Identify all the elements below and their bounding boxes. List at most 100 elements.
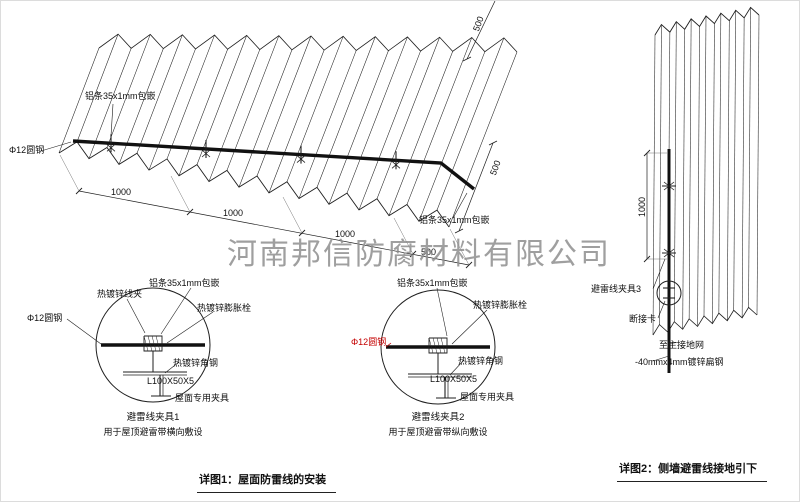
d1-angle-label: 热镀锌角钢 (173, 358, 219, 368)
leader (66, 318, 102, 345)
dim-1000-b: 1000 (223, 208, 244, 218)
dim-tick (488, 140, 498, 146)
wall-clamp3-label: 避雷线夹具3 (591, 284, 642, 294)
roof-rib (88, 48, 132, 159)
wall-wire-clamp (663, 181, 675, 191)
wall-rib (659, 24, 662, 325)
roof-rib (376, 37, 440, 199)
roof-rib (358, 50, 421, 211)
roof-round-steel-label: Φ12圆钢 (9, 145, 45, 155)
roof-rib (208, 49, 261, 182)
d1-title: 避雷线夹具1 (126, 412, 180, 423)
wall-rib (682, 29, 685, 330)
d1-wire-clip-label: 热镀锌线夹 (97, 289, 143, 299)
dim-ext (170, 175, 191, 213)
leader (166, 311, 214, 344)
leader (436, 287, 448, 337)
dim-500-a: 500 (421, 247, 437, 257)
leader (652, 355, 670, 362)
roof-rib (418, 51, 486, 222)
wall-rib (674, 21, 677, 322)
roof-rib (178, 49, 228, 176)
wall-wire-clamp (663, 248, 675, 258)
d1-subtitle: 用于屋顶避雷带横向敷设 (103, 427, 203, 437)
leader-red (385, 342, 392, 348)
leader (40, 141, 72, 152)
roof-rib (436, 37, 505, 211)
roof-rib (268, 50, 325, 193)
detail-circle (380, 289, 496, 405)
roof-rib (238, 49, 293, 188)
roof-rib (58, 47, 100, 154)
d1-roof-clamp-label: 屋面专用夹具 (175, 393, 230, 403)
wall-rib (703, 15, 707, 317)
clamp-hatch (143, 335, 149, 352)
wall-rib (756, 14, 760, 316)
roof-rib (106, 34, 151, 148)
roof-alu-strip-right-label: 铝条35x1mm包嵌 (419, 215, 490, 225)
wall-rib (718, 13, 722, 314)
dim-ext (393, 217, 414, 255)
leader (110, 103, 114, 137)
caption-detail1: 详图1：屋面防雷线的安装 (197, 471, 337, 493)
clamp-hatch (151, 335, 157, 352)
dim-tick (454, 228, 464, 234)
dim-ext (59, 154, 80, 192)
leader (126, 298, 146, 334)
dim-1000-c: 1000 (335, 229, 356, 239)
dim-line (466, 1, 496, 60)
dim-ext (449, 228, 470, 266)
wall-rib (727, 20, 730, 321)
roof-rib (226, 35, 280, 171)
wall-disconnect-label: 断接卡 (629, 314, 657, 324)
roof-rib (406, 37, 473, 205)
roof-front-edge (58, 141, 450, 228)
d2-angle-label: 热镀锌角钢 (458, 356, 504, 366)
dim-tick (462, 56, 472, 62)
d1-alu-label: 铝条35x1mm包嵌 (149, 278, 220, 288)
wall-rib (748, 7, 751, 308)
roof-wire-clamp (201, 149, 211, 158)
leader (449, 359, 465, 376)
wall-rib (688, 18, 692, 319)
d2-subtitle: 用于屋顶避雷带纵向敷设 (388, 427, 488, 437)
d2-title: 避雷线夹具2 (411, 412, 465, 423)
wall-rib (697, 26, 700, 327)
roof-rib (388, 51, 453, 216)
caption-detail2: 详图2：侧墙避雷线接地引下 (617, 460, 768, 482)
leader (164, 361, 180, 374)
clamp-hatch (432, 337, 438, 354)
wall-rib (712, 23, 715, 324)
d1-bolt-label: 热镀锌膨胀栓 (197, 303, 252, 313)
d2-angle-size-label: L100X50X5 (430, 374, 478, 384)
disconnect-circle (656, 280, 682, 306)
leader (452, 192, 468, 219)
roof-rib (286, 36, 344, 182)
dim-ext (282, 196, 303, 234)
leader (652, 258, 666, 290)
roof-rib (148, 48, 196, 171)
leader (160, 287, 192, 335)
clamp-hatch (436, 337, 442, 354)
d1-angle-size-label: L100X50X5 (147, 376, 195, 386)
wall-rib (652, 34, 656, 336)
lightning-wire (72, 139, 476, 191)
roof-rib (76, 34, 119, 142)
wall-dim-1000: 1000 (637, 196, 647, 217)
wall-to-ground-label: 至主接地网 (659, 340, 705, 350)
leader (668, 341, 680, 345)
detail-circle (95, 287, 211, 403)
d1-round-steel-label: Φ12圆钢 (27, 313, 63, 323)
roof-rib (346, 36, 408, 194)
clamp-hatch (155, 335, 161, 352)
wall-rib (733, 10, 736, 311)
roof-wire-clamp (296, 155, 306, 163)
d2-alu-label: 铝条35x1mm包嵌 (397, 278, 468, 288)
roof-wire-clamp (391, 160, 401, 169)
dim-1000-a: 1000 (111, 187, 132, 197)
roof-alu-strip-top-label: 铝条35x1mm包嵌 (85, 91, 156, 101)
roof-rib (328, 50, 389, 205)
dim-line (78, 190, 470, 266)
clamp-hatch (428, 337, 434, 354)
